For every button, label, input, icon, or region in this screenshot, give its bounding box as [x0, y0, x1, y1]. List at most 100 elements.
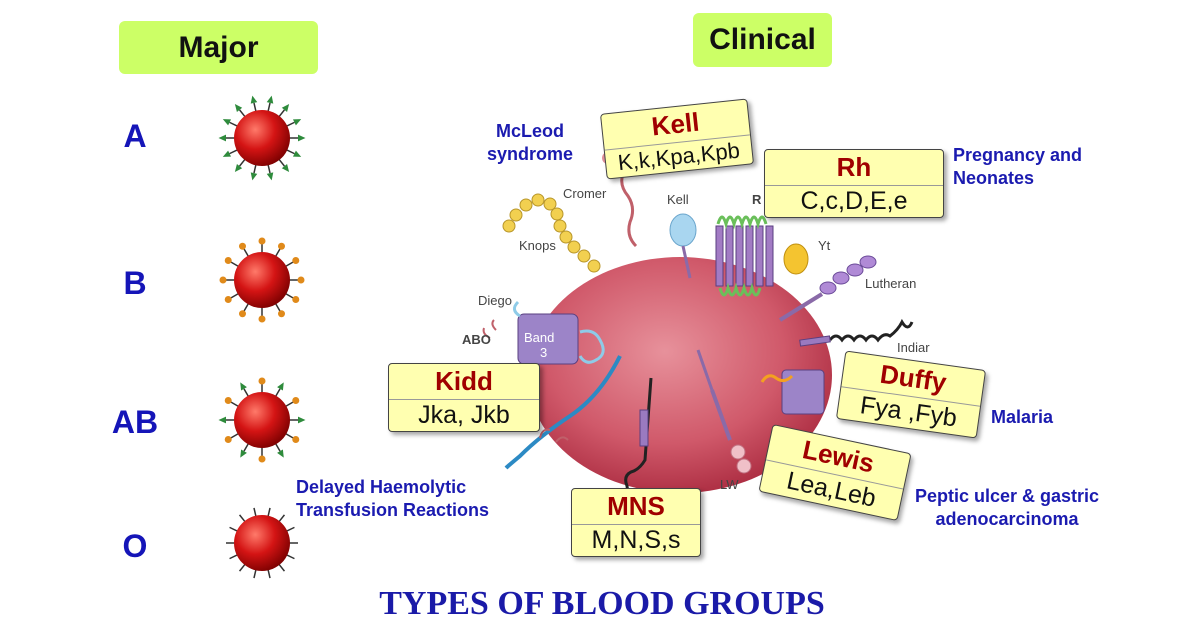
kidd-title: Kidd [389, 364, 539, 400]
mcleod-note-line1: McLeod [496, 121, 565, 141]
antigen-a-marker [218, 134, 226, 142]
knops-label: Knops [519, 238, 556, 253]
antigen-b-marker [219, 276, 227, 284]
group-a-label: A [123, 118, 147, 154]
antigen-b-marker [224, 436, 232, 443]
antigen-b-marker [239, 310, 246, 318]
antigen-b-marker [258, 455, 266, 463]
page-title: TYPES OF BLOOD GROUPS [379, 585, 825, 622]
yt-label: Yt [818, 238, 831, 253]
kell-protein-icon [669, 213, 697, 247]
antigen-a-marker [218, 416, 226, 424]
antigen-a-marker [266, 172, 274, 181]
antigen-b-marker [292, 296, 300, 303]
red-cell-body [234, 392, 290, 448]
antigen-a-marker [250, 95, 258, 104]
group-b-label: B [123, 265, 147, 301]
band3-num-label: 3 [540, 345, 548, 360]
peptic-note-line2: adenocarcinoma [935, 509, 1079, 529]
lutheran-label: Lutheran [865, 276, 917, 291]
antigen-a-marker [277, 449, 284, 458]
rh-box: Rh C,c,D,E,e [764, 149, 944, 218]
kell-label: Kell [667, 192, 689, 207]
rh-antigens: C,c,D,E,e [800, 187, 908, 215]
antigen-a-marker [298, 416, 306, 424]
major-header: Major [119, 21, 318, 74]
antigen-b-marker [258, 377, 266, 385]
pregnancy-note: Pregnancy and Neonates [953, 144, 1082, 190]
band3-protein-icon [517, 313, 579, 365]
group-a-cell-icon [218, 95, 306, 181]
rh-loops-icon [716, 215, 768, 230]
pregnancy-note-line2: Neonates [953, 168, 1035, 188]
rh-protein-icon [715, 225, 774, 287]
delayed-note-line2: Transfusion Reactions [296, 500, 490, 520]
mcleod-note: McLeod syndrome [487, 120, 573, 166]
antigen-b-marker [258, 237, 266, 245]
mcleod-note-line2: syndrome [487, 144, 574, 164]
antigen-b-marker [239, 242, 246, 250]
abo-label: ABO [462, 332, 491, 347]
pregnancy-note-line1: Pregnancy and [953, 145, 1083, 165]
antigen-b-marker [292, 397, 300, 404]
antigen-a-marker [298, 134, 306, 142]
antigen-a-marker [234, 103, 243, 112]
antigen-a-marker [281, 164, 290, 173]
group-b-cell-icon [219, 237, 305, 323]
antigen-a-marker [277, 382, 284, 391]
antigen-b-marker [224, 397, 232, 404]
red-cell-body [234, 515, 290, 571]
rh-title: Rh [765, 150, 943, 186]
indiar-label: Indiar [897, 340, 930, 355]
group-o-label: O [122, 528, 148, 564]
peptic-note-line1: Peptic ulcer & gastric [915, 486, 1100, 506]
lw-protein-icon [710, 389, 732, 441]
antigen-a-marker [222, 150, 232, 157]
red-cell-body [234, 110, 290, 166]
peptic-note: Peptic ulcer & gastric adenocarcinoma [915, 485, 1099, 531]
delayed-note-line1: Delayed Haemolytic [296, 477, 467, 497]
diego-label: Diego [478, 293, 512, 308]
antigen-b-marker [292, 257, 300, 264]
lw-label: LW [720, 477, 739, 492]
antigen-a-marker [292, 150, 302, 157]
antigen-a-marker [292, 119, 302, 126]
kidd-protein-icon [504, 355, 622, 470]
antigen-b-marker [297, 276, 305, 284]
antigen-b-marker [224, 296, 232, 303]
group-o-cell-icon [226, 507, 298, 579]
mns-antigens: M,N,S,s [591, 526, 681, 554]
mns-title: MNS [572, 489, 700, 525]
antigen-b-marker [224, 257, 232, 264]
band3-label: Band [524, 330, 555, 345]
red-cell-body [234, 252, 290, 308]
antigen-b-marker [258, 315, 266, 323]
antigen-b-marker [278, 242, 285, 250]
antigen-a-marker [234, 164, 243, 173]
kidd-antigens: Jka, Jkb [418, 401, 510, 429]
mns-box: MNS M,N,S,s [571, 488, 701, 557]
antigen-a-marker [240, 449, 247, 458]
red-cell-membrane [528, 257, 832, 493]
lutheran-protein-icon [819, 255, 877, 295]
yt-protein-icon [783, 243, 809, 275]
group-ab-label: AB [111, 404, 159, 440]
antigen-b-marker [278, 310, 285, 318]
duffy-protein-icon [781, 369, 825, 415]
delayed-note: Delayed Haemolytic Transfusion Reactions [296, 476, 489, 522]
clinical-header: Clinical [693, 13, 832, 67]
kidd-box: Kidd Jka, Jkb [388, 363, 540, 432]
antigen-a-marker [222, 119, 232, 126]
group-ab-cell-icon [218, 377, 306, 463]
indiar-protein-icon [828, 318, 914, 343]
cromer-label: Cromer [563, 186, 607, 201]
antigen-a-marker [250, 172, 258, 181]
antigen-a-marker [266, 95, 274, 104]
knops-protein-icon [502, 193, 601, 273]
antigen-a-marker [240, 382, 247, 391]
antigen-a-marker [281, 103, 290, 112]
antigen-b-marker [292, 436, 300, 443]
r-label: R [752, 192, 762, 207]
malaria-note: Malaria [991, 407, 1054, 427]
